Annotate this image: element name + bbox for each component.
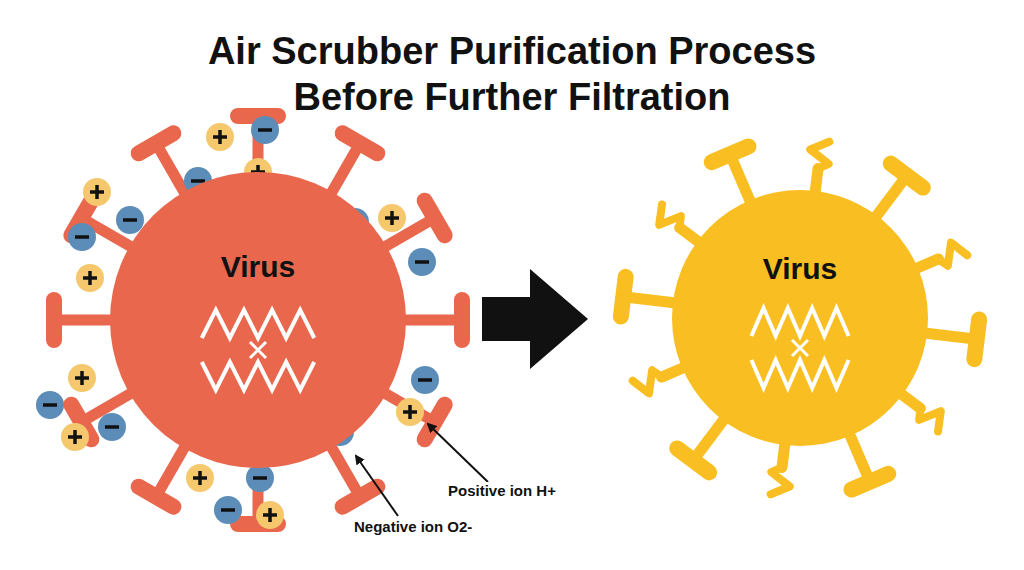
rna-strand [751,360,848,388]
virus-circle: Virus [672,190,928,446]
title: Air Scrubber Purification Process Before… [172,28,852,120]
rna-strand [751,308,848,336]
rna-strand [250,342,266,358]
plus-sign [75,371,89,385]
rna-strand [672,190,928,446]
virus-spikes [54,116,979,524]
plus-sign [83,271,97,285]
rna-strand [792,340,808,356]
plus-sign [385,211,399,225]
negative-ion [68,223,96,251]
plus-sign [263,508,277,522]
minus-sign [253,476,267,480]
positive-ion [76,264,104,292]
negative-ion [408,248,436,276]
callout-label: Positive ion H+ [446,482,558,499]
leader-line [356,456,398,516]
positive-ion [396,398,424,426]
positive-ion [378,204,406,232]
virus-label: Virus [672,252,928,286]
minus-sign [415,260,429,264]
positive-ion [61,423,89,451]
positive-ion [206,123,234,151]
callout-label: Negative ion O2- [352,518,474,535]
plus-sign [90,185,104,199]
leader-line [428,424,488,482]
virus-circle: Virus [110,172,406,468]
virus-label: Virus [110,250,406,284]
positive-ion [256,501,284,529]
plus-sign [193,471,207,485]
negative-ion [251,116,279,144]
rna-strand [202,310,314,338]
positive-ion [68,364,96,392]
minus-sign [258,128,272,132]
plus-sign [403,405,417,419]
plus-sign [68,430,82,444]
minus-sign [105,425,119,429]
negative-ion [246,464,274,492]
negative-ion [214,496,242,524]
positive-ion [83,178,111,206]
rna-strand [110,172,406,468]
minus-sign [418,378,432,382]
minus-sign [43,403,57,407]
minus-sign [75,235,89,239]
minus-sign [123,218,137,222]
ions [36,116,439,529]
negative-ion [411,366,439,394]
rna-strand [202,362,314,390]
process-arrow [482,269,588,369]
negative-ion [36,391,64,419]
positive-ion [186,464,214,492]
negative-ion [98,413,126,441]
minus-sign [221,508,235,512]
plus-sign [213,130,227,144]
